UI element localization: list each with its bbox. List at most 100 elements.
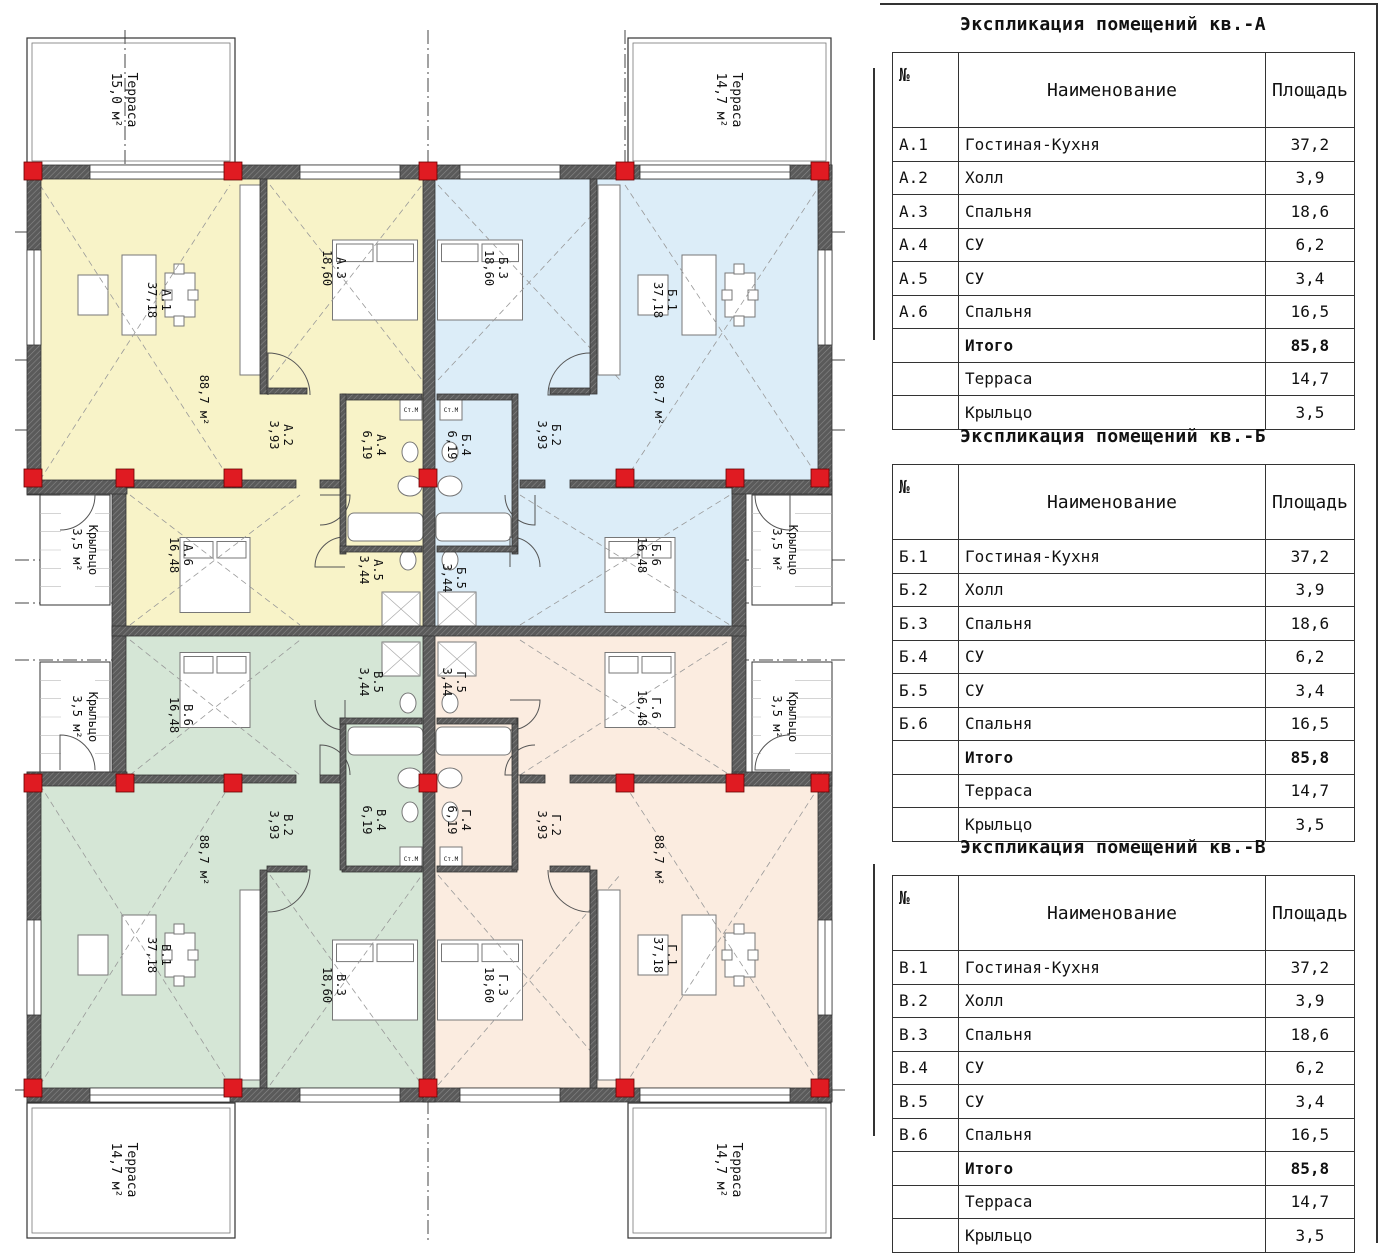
toilet <box>441 441 459 463</box>
toilet <box>441 801 459 823</box>
bathtub <box>435 512 512 542</box>
cell-name: Холл <box>958 983 1266 1018</box>
room-id: Г.2 <box>549 814 563 836</box>
structural-column <box>23 1078 43 1098</box>
light-guide <box>269 874 423 1086</box>
toilet <box>441 692 459 714</box>
structural-column <box>810 161 830 181</box>
cell-name: Холл <box>958 572 1266 607</box>
cell-number <box>892 773 959 808</box>
room-id: Б.3 <box>496 257 510 279</box>
wall <box>436 393 518 401</box>
structural-column <box>23 161 43 181</box>
chair <box>721 949 733 961</box>
room-area: 18,60 <box>320 967 334 1003</box>
explication-title: Экспликация помещений кв.-А <box>960 14 1267 35</box>
toilet <box>399 692 417 714</box>
room-id: Г.4 <box>459 809 473 831</box>
cell-area: 16,5 <box>1265 1117 1355 1152</box>
washing-machine-label: Ст.М <box>404 407 419 414</box>
cell-area: 3,9 <box>1265 983 1355 1018</box>
cell-area: 18,6 <box>1265 1017 1355 1052</box>
pillow <box>481 943 519 963</box>
room-id: A.5 <box>371 559 385 581</box>
apartment-area: 88,7 м² <box>197 375 211 426</box>
structural-column <box>223 1078 243 1098</box>
pillow <box>216 541 247 559</box>
cell-number <box>892 1218 959 1253</box>
door-swing <box>509 536 541 568</box>
explication-title: Экспликация помещений кв.-Б <box>960 426 1267 447</box>
cell-name: Терраса <box>958 361 1266 396</box>
room-area: 3,44 <box>357 556 371 585</box>
toilet <box>401 801 419 823</box>
sofa <box>121 914 157 996</box>
porch-label-bg <box>61 500 95 600</box>
pillow <box>216 656 247 674</box>
kitchen-counter <box>239 889 263 1081</box>
terrace-railing <box>632 42 827 162</box>
frame-right-line <box>1376 3 1378 1243</box>
door-swing <box>547 352 591 396</box>
room-id: A.1 <box>159 289 173 311</box>
cell-name: Спальня <box>958 1017 1266 1052</box>
light-guide <box>624 184 821 481</box>
cell-number: А.1 <box>892 127 959 162</box>
sofa <box>681 254 717 336</box>
porch-area: 3,5 м² <box>770 528 784 571</box>
wall <box>569 774 733 784</box>
cell-name: Терраса <box>958 1184 1266 1219</box>
chair <box>173 263 185 275</box>
porch-label: Крыльцо <box>86 525 100 576</box>
door-swing <box>59 494 96 531</box>
room-id: Г.1 <box>665 944 679 966</box>
wall <box>339 717 423 725</box>
cell-area: 85,8 <box>1265 740 1355 775</box>
chair <box>161 949 173 961</box>
room-area: 37,18 <box>651 282 665 318</box>
pillow <box>608 656 639 674</box>
room-area: 16,48 <box>167 537 181 573</box>
cell-number: № <box>892 875 959 951</box>
bathtub <box>347 726 424 756</box>
cell-number: Б.1 <box>892 539 959 574</box>
kitchen-counter <box>239 184 263 376</box>
kitchen-counter <box>597 889 621 1081</box>
cell-name: Гостиная-Кухня <box>958 950 1266 985</box>
chair <box>721 289 733 301</box>
cell-number: № <box>892 52 959 128</box>
structural-column <box>418 468 438 488</box>
wall <box>266 387 308 395</box>
tv-table <box>77 934 109 976</box>
structural-column <box>418 161 438 181</box>
terrace-label: Терраса <box>729 73 744 128</box>
light-guide <box>129 494 301 626</box>
cell-number: А.2 <box>892 160 959 195</box>
chair <box>747 289 759 301</box>
room-id: В.3 <box>334 974 348 996</box>
light-guide <box>39 784 231 1086</box>
cell-number: Б.6 <box>892 706 959 741</box>
sink <box>437 475 463 497</box>
door-swing <box>59 734 96 771</box>
wall <box>339 545 423 553</box>
bathtub <box>435 726 512 756</box>
cell-number <box>892 1151 959 1186</box>
door-swing <box>267 352 311 396</box>
room-id: A.4 <box>374 434 388 456</box>
room-id: Г.5 <box>454 671 468 693</box>
terrace-area: 14,7 м² <box>713 1143 728 1198</box>
structural-column <box>418 1078 438 1098</box>
structural-column <box>615 1078 635 1098</box>
